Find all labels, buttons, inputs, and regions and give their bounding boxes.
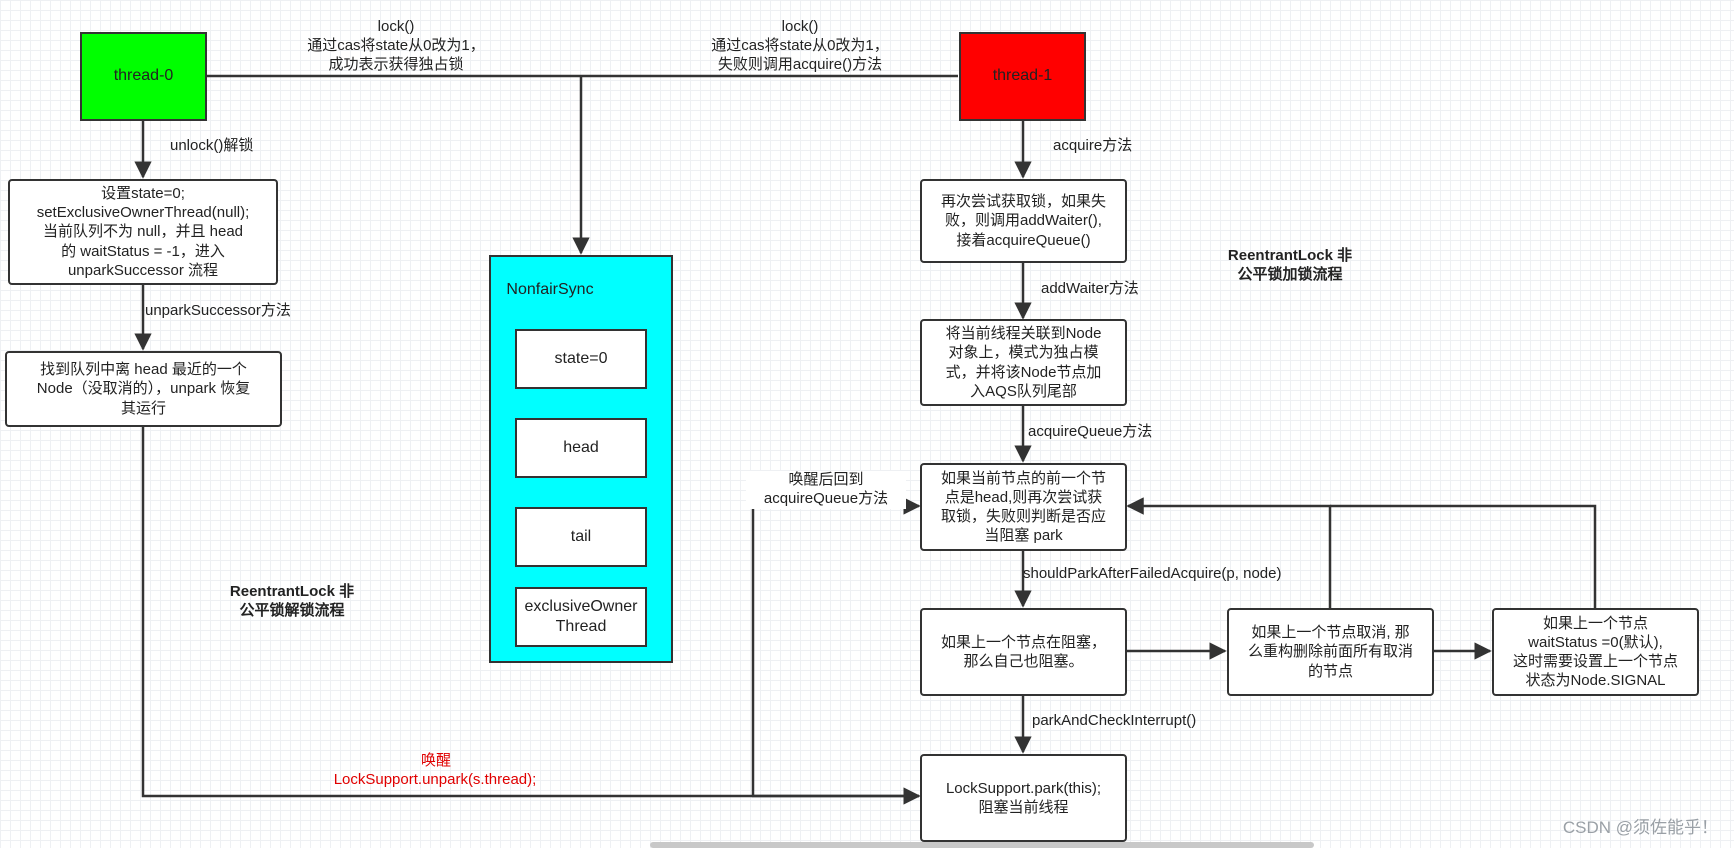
- retry-acquire-box: 再次尝试获取锁，如果失 败，则调用addWaiter(), 接着acquireQ…: [920, 179, 1127, 263]
- label-acquire-queue: acquireQueue方法: [1028, 423, 1153, 440]
- thread-1-box: thread-1: [959, 32, 1086, 121]
- unlock-flow-title: ReentrantLock 非 公平锁解锁流程: [229, 583, 355, 619]
- label-unlock: unlock()解锁: [170, 137, 254, 154]
- thread-0-box: thread-0: [80, 32, 207, 121]
- label-add-waiter: addWaiter方法: [1041, 280, 1139, 297]
- edge-wake-unpark: [141, 426, 921, 805]
- edge-wake-back: [751, 497, 921, 798]
- set-signal-box: 如果上一个节点 waitStatus =0(默认), 这时需要设置上一个节点 状…: [1492, 608, 1699, 696]
- field-tail: tail: [515, 507, 647, 567]
- predecessor-cancelled-box: 如果上一个节点取消, 那 么重构删除前面所有取消 的节点: [1227, 608, 1434, 696]
- field-exclusive-owner-thread: exclusiveOwnerThread: [515, 587, 647, 647]
- add-waiter-box: 将当前线程关联到Node 对象上，模式为独占模 式，并将该Node节点加 入AQ…: [920, 319, 1127, 406]
- label-wake-back: 唤醒后回到 acquireQueue方法: [746, 471, 906, 509]
- label-lock-fail: lock() 通过cas将state从0改为1， 失败则调用acquire()方…: [711, 18, 889, 73]
- lock-flow-title: ReentrantLock 非 公平锁加锁流程: [1227, 247, 1353, 283]
- edge-cancelled-back: [1126, 497, 1332, 608]
- label-wake: 唤醒: [420, 752, 451, 769]
- field-head: head: [515, 418, 647, 478]
- label-unpark-successor: unparkSuccessor方法: [145, 302, 291, 319]
- find-successor-box: 找到队列中离 head 最近的一个 Node（没取消的），unpark 恢复 其…: [5, 351, 282, 427]
- horizontal-scrollbar[interactable]: [650, 842, 1314, 848]
- edge-signal-back: [1330, 504, 1597, 608]
- unlock-state-box: 设置state=0; setExclusiveOwnerThread(null)…: [8, 179, 278, 285]
- acquire-queue-box: 如果当前节点的前一个节 点是head,则再次尝试获 取锁，失败则判断是否应 当阻…: [920, 463, 1127, 551]
- watermark: CSDN @须佐能乎！: [1562, 818, 1718, 837]
- label-unpark-call: LockSupport.unpark(s.thread);: [333, 771, 537, 788]
- nonfair-sync-title: NonfairSync: [506, 281, 594, 298]
- predecessor-blocked-box: 如果上一个节点在阻塞， 那么自己也阻塞。: [920, 608, 1127, 696]
- nonfair-sync-box: NonfairSync state=0 head tail exclusiveO…: [489, 255, 673, 663]
- label-lock-success: lock() 通过cas将state从0改为1， 成功表示获得独占锁: [307, 18, 485, 73]
- label-acquire: acquire方法: [1053, 137, 1133, 154]
- label-park-check: parkAndCheckInterrupt(): [1032, 712, 1197, 729]
- park-box: LockSupport.park(this); 阻塞当前线程: [920, 754, 1127, 842]
- field-state: state=0: [515, 329, 647, 389]
- label-should-park: shouldParkAfterFailedAcquire(p, node): [1023, 565, 1282, 582]
